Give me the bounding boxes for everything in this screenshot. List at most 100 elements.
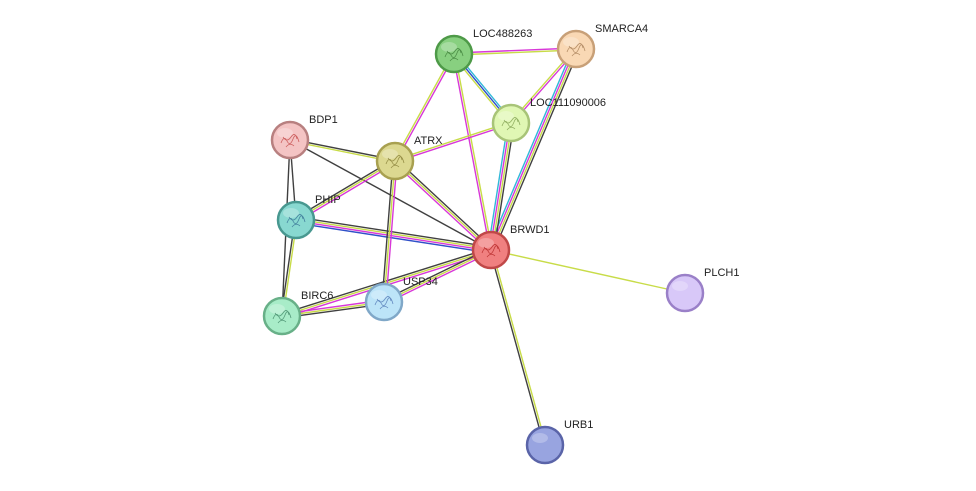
edge-evidence-line bbox=[491, 123, 513, 251]
edge-evidence-line bbox=[491, 49, 578, 251]
edge-evidence-line bbox=[395, 159, 493, 250]
edge-brwd1-phip[interactable] bbox=[295, 216, 492, 254]
node-smarca4[interactable]: SMARCA4 bbox=[556, 23, 648, 69]
node-highlight bbox=[283, 208, 299, 218]
node-highlight bbox=[277, 128, 293, 138]
edge-evidence-line bbox=[493, 123, 515, 251]
nodes-layer: BRWD1 LOC488263 SMARCA4LOC111090006BDP1ATR… bbox=[262, 23, 739, 465]
node-circle bbox=[270, 120, 310, 160]
node-phip[interactable]: PHIP bbox=[276, 194, 341, 240]
node-circle bbox=[276, 200, 316, 240]
edge-evidence-line bbox=[382, 247, 491, 301]
protein-structure-icon bbox=[272, 310, 292, 324]
node-birc6[interactable]: BIRC6 bbox=[262, 290, 333, 336]
edge-evidence-line bbox=[383, 160, 396, 303]
protein-structure-icon bbox=[444, 48, 464, 62]
node-circle bbox=[665, 273, 705, 313]
node-highlight bbox=[382, 149, 398, 159]
edge-evidence-line bbox=[395, 54, 456, 162]
edge-evidence-line bbox=[487, 122, 509, 250]
edge-loc488263-smarca4[interactable] bbox=[453, 47, 577, 56]
node-circle bbox=[525, 425, 565, 465]
node-label: SMARCA4 bbox=[595, 23, 648, 35]
node-circle bbox=[375, 141, 415, 181]
edge-evidence-line bbox=[493, 49, 580, 252]
node-highlight bbox=[498, 111, 514, 121]
node-plch1[interactable]: PLCH1 bbox=[665, 267, 739, 313]
edge-brwd1-urb1[interactable] bbox=[489, 249, 547, 446]
node-atrx[interactable]: ATRX bbox=[375, 135, 443, 181]
edge-evidence-line bbox=[454, 53, 493, 250]
edge-evidence-line bbox=[381, 160, 394, 302]
node-label: PLCH1 bbox=[704, 267, 739, 279]
edge-brwd1-loc488263[interactable] bbox=[452, 53, 493, 251]
edge-evidence-line bbox=[385, 161, 398, 303]
edge-evidence-line bbox=[454, 49, 577, 56]
node-label: LOC488263 bbox=[473, 28, 532, 40]
node-brwd1[interactable]: BRWD1 bbox=[471, 224, 550, 270]
edge-evidence-line bbox=[489, 48, 576, 250]
node-usp34[interactable]: USP34 bbox=[364, 276, 438, 322]
node-label: BIRC6 bbox=[301, 290, 333, 302]
node-label: URB1 bbox=[564, 419, 593, 431]
edge-evidence-line bbox=[489, 250, 545, 446]
protein-structure-icon bbox=[566, 43, 586, 57]
node-highlight bbox=[478, 238, 494, 248]
edge-evidence-line bbox=[383, 249, 492, 303]
edge-loc488263-atrx[interactable] bbox=[393, 53, 456, 162]
node-circle bbox=[262, 296, 302, 336]
edge-brwd1-atrx[interactable] bbox=[393, 159, 493, 252]
node-highlight bbox=[441, 42, 457, 52]
edge-evidence-line bbox=[295, 222, 491, 254]
node-label: LOC111090006 bbox=[530, 97, 606, 109]
node-circle bbox=[471, 230, 511, 270]
node-label: USP34 bbox=[403, 276, 438, 288]
edge-evidence-line bbox=[295, 220, 491, 252]
edge-evidence-line bbox=[487, 47, 574, 250]
edge-atrx-usp34[interactable] bbox=[381, 160, 398, 303]
node-highlight bbox=[371, 290, 387, 300]
protein-structure-icon bbox=[481, 244, 501, 258]
edge-evidence-line bbox=[393, 53, 454, 161]
node-urb1[interactable]: URB1 bbox=[525, 419, 593, 465]
node-circle bbox=[556, 29, 596, 69]
node-highlight bbox=[563, 37, 579, 47]
edge-brwd1-plch1[interactable] bbox=[490, 249, 686, 294]
edge-evidence-line bbox=[395, 123, 512, 163]
node-highlight bbox=[269, 304, 285, 314]
node-circle bbox=[434, 34, 474, 74]
edge-evidence-line bbox=[452, 54, 491, 251]
protein-structure-icon bbox=[374, 296, 394, 310]
protein-structure-icon bbox=[385, 155, 405, 169]
node-circle bbox=[491, 103, 531, 143]
edge-evidence-line bbox=[453, 47, 576, 54]
edge-brwd1-loc111090006[interactable] bbox=[487, 122, 515, 251]
node-label: BRWD1 bbox=[510, 224, 550, 236]
edge-evidence-line bbox=[394, 160, 492, 251]
edge-evidence-line bbox=[491, 249, 547, 445]
edge-evidence-line bbox=[384, 251, 493, 305]
edge-brwd1-smarca4[interactable] bbox=[487, 47, 580, 252]
node-circle bbox=[364, 282, 404, 322]
node-bdp1[interactable]: BDP1 bbox=[270, 114, 338, 160]
node-label: ATRX bbox=[414, 135, 443, 147]
edge-evidence-line bbox=[490, 249, 686, 294]
protein-structure-icon bbox=[280, 134, 300, 148]
node-label: BDP1 bbox=[309, 114, 338, 126]
protein-structure-icon bbox=[501, 117, 521, 131]
node-highlight bbox=[532, 433, 548, 443]
node-loc488263[interactable]: LOC488263 bbox=[434, 28, 532, 74]
edge-evidence-line bbox=[294, 158, 395, 219]
protein-structure-icon bbox=[286, 214, 306, 228]
node-highlight bbox=[672, 281, 688, 291]
edge-evidence-line bbox=[489, 122, 511, 250]
edge-evidence-line bbox=[296, 216, 492, 248]
edge-loc111090006-atrx[interactable] bbox=[394, 121, 512, 163]
edge-brwd1-usp34[interactable] bbox=[382, 247, 493, 305]
node-label: PHIP bbox=[315, 194, 341, 206]
edge-evidence-line bbox=[296, 218, 492, 250]
node-loc111090006[interactable]: LOC111090006 bbox=[491, 97, 606, 143]
edge-evidence-line bbox=[296, 162, 397, 223]
edge-evidence-line bbox=[393, 161, 491, 252]
